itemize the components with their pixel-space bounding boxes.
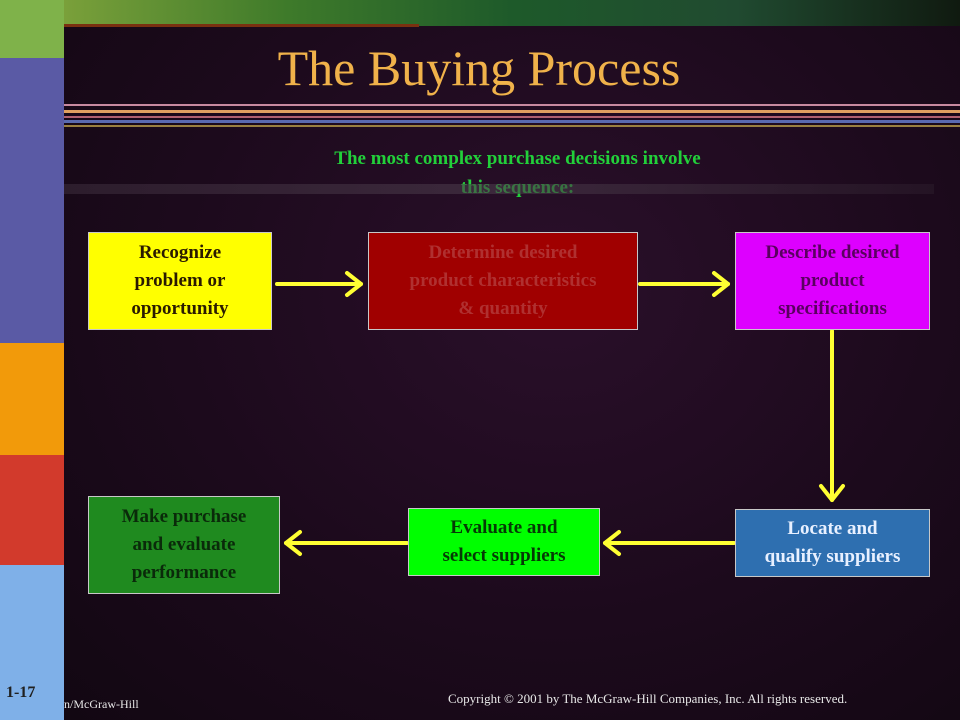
- top-color-band: [64, 0, 960, 26]
- step-purchase-box: Make purchase and evaluate performance: [88, 496, 280, 594]
- step-evaluate-box: Evaluate and select suppliers: [408, 508, 600, 576]
- subtitle-line-1: The most complex purchase decisions invo…: [334, 148, 701, 169]
- side-bar-red: [0, 455, 64, 565]
- step-determine-text: Determine desired product characteristic…: [409, 242, 597, 319]
- slide-number: 1-17: [6, 684, 36, 701]
- side-bar-green: [0, 0, 64, 58]
- top-accent-line: [64, 24, 419, 27]
- side-bar-orange: [0, 343, 64, 455]
- slide-title: The Buying Process: [277, 40, 681, 96]
- step-recognize-box: Recognize problem or opportunity: [88, 232, 272, 330]
- step-recognize-text: Recognize problem or opportunity: [131, 242, 229, 319]
- step-purchase-text: Make purchase and evaluate performance: [121, 506, 247, 583]
- step-describe-text: Describe desired product specifications: [765, 242, 900, 319]
- side-bar-light-blue: [0, 565, 64, 720]
- step-evaluate-text: Evaluate and select suppliers: [442, 517, 566, 566]
- side-bar-blue: [0, 58, 64, 343]
- copyright-text: Copyright © 2001 by The McGraw-Hill Comp…: [448, 691, 848, 706]
- slide-background: [64, 0, 960, 720]
- step-determine-box: Determine desired product characteristic…: [368, 232, 638, 330]
- step-locate-box: Locate and qualify suppliers: [735, 509, 930, 577]
- publisher-text: n/McGraw-Hill: [64, 697, 139, 711]
- step-locate-text: Locate and qualify suppliers: [764, 518, 901, 567]
- subtitle-shadow-band: [64, 184, 934, 194]
- step-describe-box: Describe desired product specifications: [735, 232, 930, 330]
